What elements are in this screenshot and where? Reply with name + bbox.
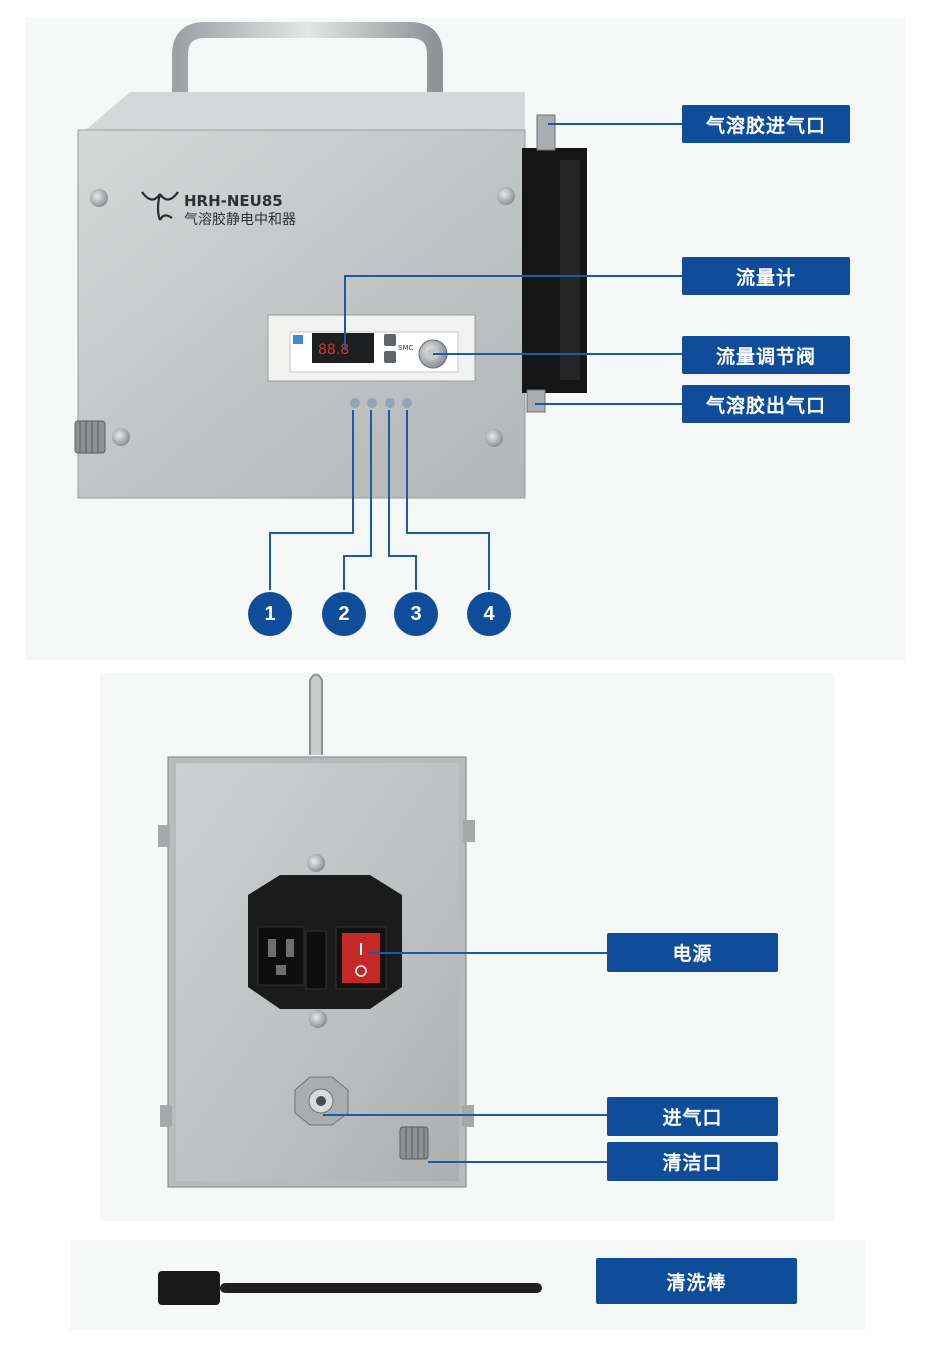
port-3-icon xyxy=(385,398,395,408)
flowmeter-lcd xyxy=(312,333,374,363)
flowmeter-up-button xyxy=(384,334,396,346)
cleaning-rod-photo xyxy=(70,1240,865,1330)
port-number-3: 3 xyxy=(394,592,438,636)
label-flowmeter: 流量计 xyxy=(682,257,850,295)
label-aerosol-outlet: 气溶胶出气口 xyxy=(682,385,850,423)
port-4-icon xyxy=(402,398,412,408)
brand-logo xyxy=(141,191,179,221)
leader-lines xyxy=(269,123,682,590)
screw-icon xyxy=(307,854,325,872)
display-brand-text: SMC xyxy=(398,344,413,352)
leader-lines xyxy=(323,952,607,1163)
flowmeter-mode-icon xyxy=(293,335,303,344)
screw-icon xyxy=(497,187,515,205)
label-cleaning-rod: 清洗棒 xyxy=(596,1258,797,1304)
port-2-icon xyxy=(367,398,377,408)
port-1-icon xyxy=(350,398,360,408)
screw-icon xyxy=(309,1010,327,1028)
label-flow-valve: 流量调节阀 xyxy=(682,336,850,374)
box-front-panel xyxy=(77,129,526,499)
label-inlet: 进气口 xyxy=(607,1097,778,1136)
screw-icon xyxy=(112,428,130,446)
clean-port-knob xyxy=(399,1126,429,1160)
lid-top xyxy=(80,92,525,135)
screw-icon xyxy=(485,429,503,447)
label-aerosol-inlet: 气溶胶进气口 xyxy=(682,105,850,143)
fuse-holder xyxy=(305,930,327,990)
cleaning-rod-shaft xyxy=(220,1283,542,1293)
port-number-4: 4 xyxy=(467,592,511,636)
power-rocker-switch xyxy=(342,933,380,983)
label-power: 电源 xyxy=(607,933,778,972)
back-view-photo xyxy=(100,673,835,1221)
handle xyxy=(309,673,323,755)
handle xyxy=(172,22,443,133)
port-number-1: 1 xyxy=(248,592,292,636)
label-clean-port: 清洁口 xyxy=(607,1142,778,1181)
flowmeter-down-button xyxy=(384,351,396,363)
aerosol-inlet-fitting xyxy=(536,114,556,151)
front-view-photo: HRH-NEU85 气溶胶静电中和器 88.8 SMC xyxy=(25,18,905,660)
model-text: HRH-NEU85 xyxy=(184,192,283,210)
port-number-2: 2 xyxy=(322,592,366,636)
screw-icon xyxy=(90,189,108,207)
device-name-text: 气溶胶静电中和器 xyxy=(184,211,296,228)
cleaning-rod-handle xyxy=(158,1271,220,1305)
aerosol-outlet-fitting xyxy=(526,389,546,413)
svg-text:88.8: 88.8 xyxy=(318,342,349,358)
